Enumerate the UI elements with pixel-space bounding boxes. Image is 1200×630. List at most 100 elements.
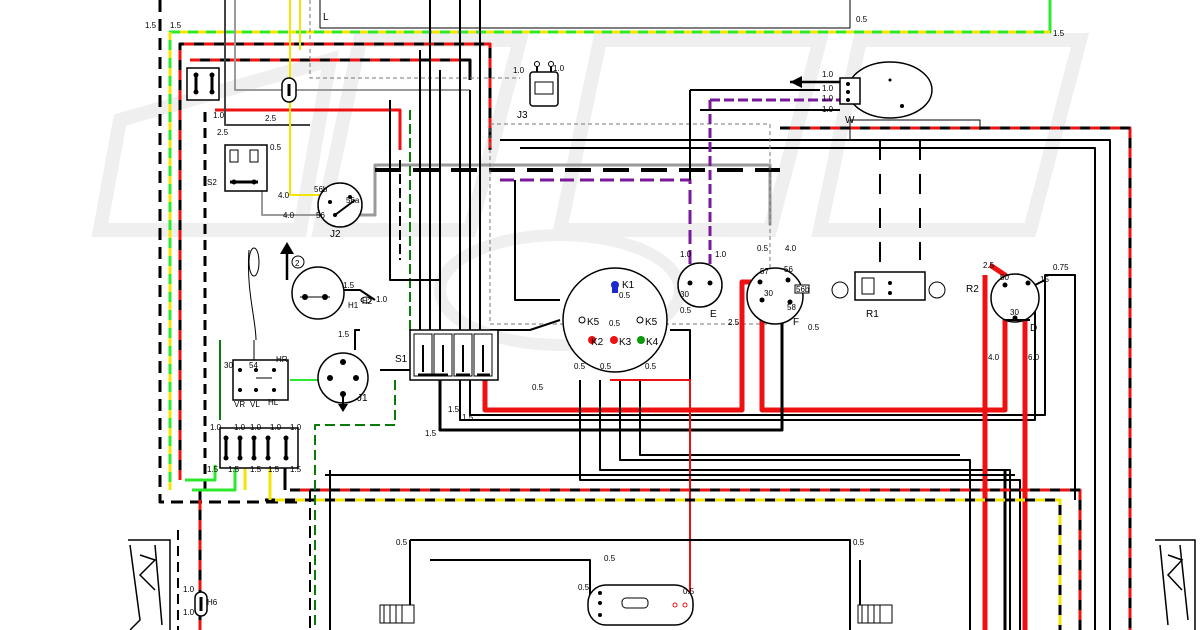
gauge: 1.0 bbox=[822, 94, 834, 103]
label-K5-right: K5 bbox=[645, 317, 658, 328]
label-L: L bbox=[323, 12, 329, 23]
label-W: W bbox=[845, 115, 855, 126]
wire-red-thin bbox=[610, 379, 691, 605]
gauge: 0.5 bbox=[680, 306, 692, 315]
socket-left bbox=[379, 604, 415, 624]
gauge: 1.0 bbox=[680, 250, 692, 259]
label-S1: S1 bbox=[395, 354, 408, 365]
gauge: 1.0 bbox=[553, 64, 565, 73]
term-56b-f: 56b bbox=[796, 285, 810, 294]
gauge: 1.5 bbox=[268, 465, 280, 474]
gauge: 1.0 bbox=[213, 111, 225, 120]
gauge: 0.5 bbox=[856, 15, 868, 24]
gauge: 1.0 bbox=[513, 66, 525, 75]
term-HL: HL bbox=[268, 398, 279, 407]
gauge: 1.0 bbox=[822, 70, 834, 79]
dimmer-relay bbox=[291, 266, 372, 320]
wire-black-white-outer bbox=[158, 0, 300, 504]
wire-yellow-j2 bbox=[289, 0, 330, 196]
gauge: 1.0 bbox=[822, 84, 834, 93]
relay-J2 bbox=[317, 182, 363, 228]
gauge: 4.0 bbox=[278, 191, 290, 200]
terminal-labels: 30 54 HR VR VL HL 56b 56a 56 30 57 56 56… bbox=[224, 185, 1049, 409]
switch-S2 bbox=[224, 144, 268, 192]
term-VR: VR bbox=[234, 400, 245, 409]
gauge: 4.0 bbox=[988, 353, 1000, 362]
gauge: 1.0 bbox=[270, 423, 282, 432]
gauge: 0.5 bbox=[600, 362, 612, 371]
relay-J1 bbox=[317, 352, 369, 412]
term-30-k: 30 bbox=[680, 290, 689, 299]
gauge: 2.5 bbox=[265, 114, 277, 123]
gauge: 1.5 bbox=[170, 21, 182, 30]
label-H6: H6 bbox=[207, 598, 218, 607]
gauge: 1.5 bbox=[425, 429, 437, 438]
gauge: 1.5 bbox=[250, 465, 262, 474]
label-R1: R1 bbox=[866, 309, 879, 320]
gauge: 4.0 bbox=[785, 244, 797, 253]
term-H2: H2 bbox=[362, 297, 373, 306]
fuse-box-S1 bbox=[409, 329, 499, 381]
gauge: 1.0 bbox=[250, 423, 262, 432]
component-R1 bbox=[831, 271, 946, 301]
term-56b: 56b bbox=[314, 185, 328, 194]
label-K3: K3 bbox=[619, 337, 632, 348]
gauge: 0.75 bbox=[1053, 263, 1069, 272]
term-30: 30 bbox=[224, 361, 233, 370]
inline-fuse-top bbox=[281, 77, 297, 103]
socket-right bbox=[857, 604, 893, 624]
gauge: 1.5 bbox=[228, 465, 240, 474]
term-30-d: 30 bbox=[1010, 308, 1019, 317]
wire-grey-top bbox=[234, 0, 470, 91]
gauge: 1.5 bbox=[462, 413, 474, 422]
label-K4: K4 bbox=[646, 337, 659, 348]
term-56-j2: 56 bbox=[316, 211, 325, 220]
gauge: 0.5 bbox=[578, 583, 590, 592]
label-F: F bbox=[793, 317, 799, 328]
wiper-motor-W bbox=[790, 61, 933, 119]
gauge: 0.5 bbox=[574, 362, 586, 371]
term-58: 58 bbox=[787, 303, 796, 312]
gauge: 2.5 bbox=[217, 128, 229, 137]
gauge: 1.0 bbox=[234, 423, 246, 432]
gauge: 1.5 bbox=[207, 465, 219, 474]
gauge: 1.0 bbox=[183, 585, 195, 594]
wire-red-heavy-1 bbox=[482, 279, 760, 413]
gauge: 0.5 bbox=[604, 554, 616, 563]
label-K5-left: K5 bbox=[587, 317, 600, 328]
direction-arrow: 2 bbox=[280, 242, 305, 280]
wire-green-yellow bbox=[168, 0, 1052, 490]
label-J2: J2 bbox=[330, 229, 341, 240]
gauge: 0.5 bbox=[645, 362, 657, 371]
gauge: 1.5 bbox=[338, 330, 350, 339]
gauge-labels: 1.5 1.5 1.5 0.5 1.0 1.0 1.0 1.0 1.0 1.0 … bbox=[145, 15, 1069, 617]
term-HR: HR bbox=[276, 355, 288, 364]
fuel-gauge-E bbox=[677, 262, 723, 308]
gauge: 0.5 bbox=[609, 319, 621, 328]
instrument-cluster-K bbox=[562, 267, 668, 373]
wire-red-110 bbox=[215, 108, 402, 150]
door-left bbox=[128, 539, 171, 630]
rear-light-bottom bbox=[587, 584, 694, 626]
door-right bbox=[1155, 539, 1196, 630]
label-K2: K2 bbox=[591, 337, 604, 348]
gauge: 1.5 bbox=[145, 21, 157, 30]
wire-red-heavy-2 bbox=[759, 262, 1008, 413]
gauge: 2.5 bbox=[728, 318, 740, 327]
switch-F bbox=[746, 267, 810, 325]
term-VL: VL bbox=[250, 400, 260, 409]
gauge: 6.0 bbox=[1028, 353, 1040, 362]
gauge: 1.0 bbox=[210, 423, 222, 432]
gauge: 0.5 bbox=[270, 143, 282, 152]
label-R2: R2 bbox=[966, 284, 979, 295]
label-J1: J1 bbox=[357, 393, 368, 404]
wire-red-black-1 bbox=[178, 42, 492, 480]
gauge: 1.5 bbox=[343, 281, 355, 290]
wires bbox=[158, 0, 1132, 630]
gauge: 1.5 bbox=[290, 465, 302, 474]
gauge: 0.5 bbox=[853, 538, 865, 547]
gauge: 1.0 bbox=[715, 250, 727, 259]
term-H1: H1 bbox=[348, 301, 359, 310]
label-K1: K1 bbox=[622, 280, 635, 291]
